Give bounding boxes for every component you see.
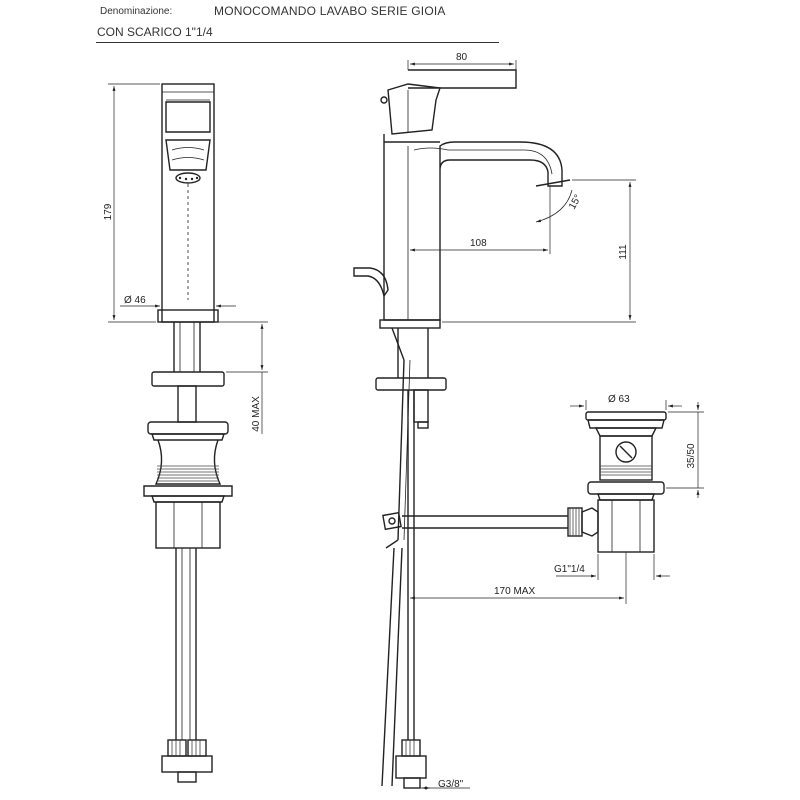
dim-total-height: 179 xyxy=(103,203,114,220)
front-view: 179 Ø 46 40 MAX xyxy=(103,83,268,783)
side-body xyxy=(383,134,563,321)
drain-detail: Ø 63 35/50 G1"1/4 170 MAX xyxy=(410,394,704,604)
product-name: MONOCOMANDO LAVABO SERIE GIOIA xyxy=(214,4,446,18)
dim-drain-height: 35/50 xyxy=(686,443,697,468)
dim-drain-thread: G1"1/4 xyxy=(554,564,585,575)
dim-handle-length: 80 xyxy=(456,52,468,63)
dim-drain-diameter: Ø 63 xyxy=(608,394,630,405)
dim-spout-angle: 15° xyxy=(567,193,584,212)
dim-spout-reach: 108 xyxy=(470,238,487,249)
front-aerator xyxy=(165,139,211,171)
side-view: 80 108 111 15° xyxy=(353,52,636,789)
side-handle xyxy=(408,69,517,89)
dim-rod-length: 170 MAX xyxy=(494,586,535,597)
front-lever xyxy=(165,101,211,133)
dim-body-diameter: Ø 46 xyxy=(124,295,146,306)
dim-max-thickness: 40 MAX xyxy=(251,396,262,432)
header-rule xyxy=(96,42,499,43)
product-subtitle: CON SCARICO 1"1/4 xyxy=(97,25,213,39)
dim-spout-height: 111 xyxy=(618,244,629,260)
dim-hose-thread: G3/8" xyxy=(438,779,464,790)
denomination-label: Denominazione: xyxy=(100,6,173,17)
